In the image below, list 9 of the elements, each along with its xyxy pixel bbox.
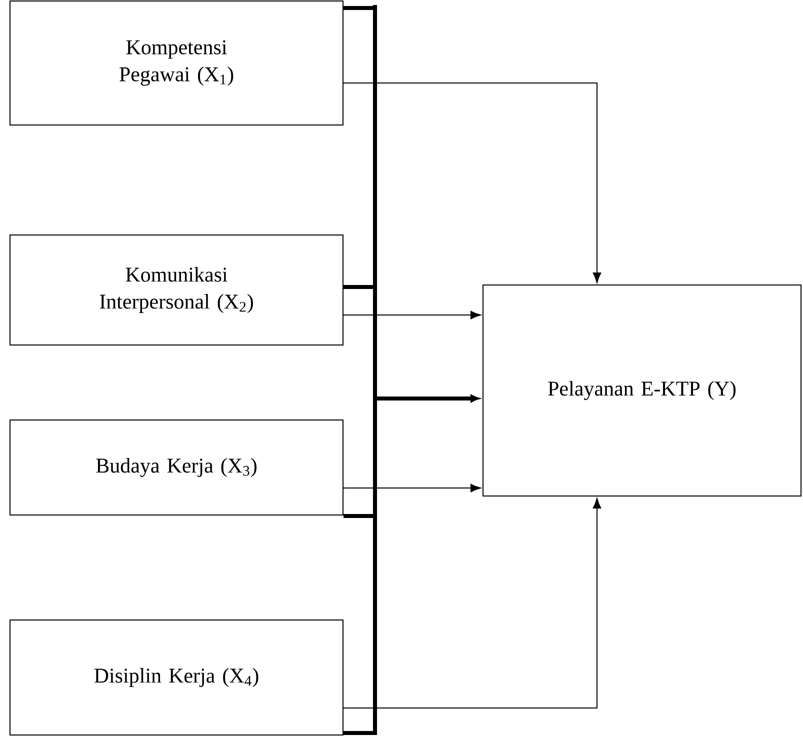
arrow xyxy=(343,82,602,283)
variable-box: Pelayanan E-KTP (Y) xyxy=(482,284,802,496)
variable-box: Komunikasi Interpersonal (X$_{2}$) xyxy=(10,234,344,346)
variable-box: Kompetensi Pegawai (X$_{1}$) xyxy=(10,0,344,126)
arrow xyxy=(343,484,481,492)
arrow xyxy=(343,310,481,320)
arrow xyxy=(343,498,602,708)
variable-box: Disiplin Kerja (X$_{4}$) xyxy=(10,620,344,736)
variable-box: Budaya Kerja (X$_{3}$) xyxy=(10,420,344,516)
